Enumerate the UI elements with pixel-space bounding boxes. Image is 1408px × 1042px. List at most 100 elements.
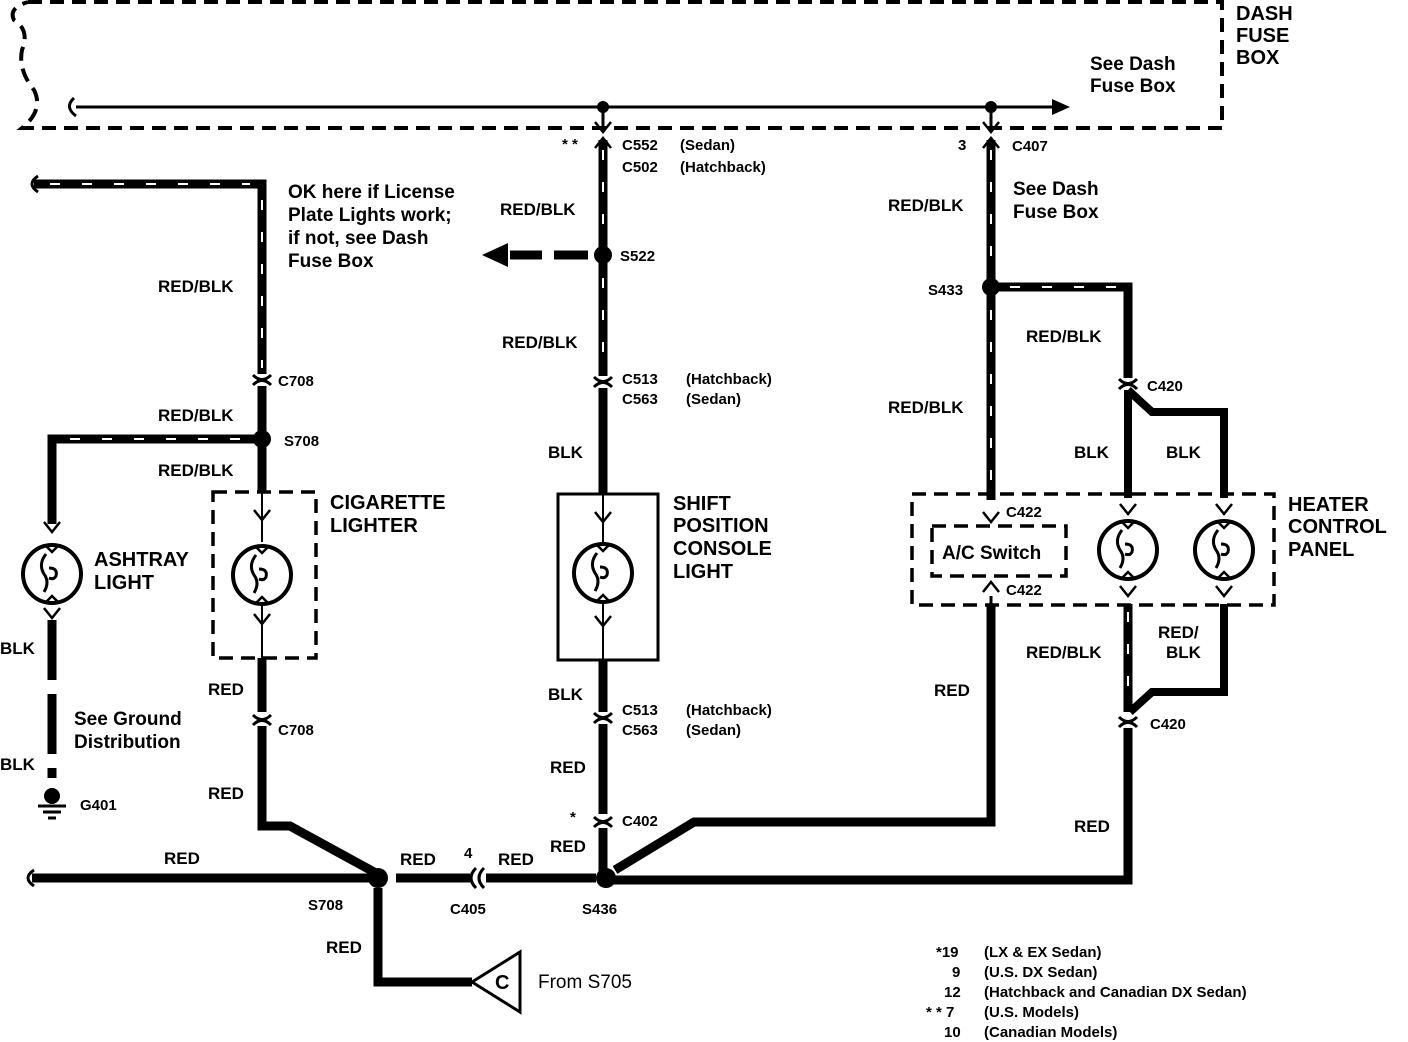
splice-s522-label: S522 <box>620 248 655 265</box>
wire-heater-redblk <box>991 282 1133 378</box>
dash-fuse-box-outline <box>10 0 1224 130</box>
footnote-4-num: * * 7 <box>926 1004 954 1021</box>
splice-s708b <box>368 868 388 888</box>
wire-label-blk-l2: BLK <box>0 755 36 774</box>
connector-c708-bot: C708 <box>278 722 314 739</box>
license-note-3: if not, see Dash <box>288 228 428 249</box>
license-note-2: Plate Lights work; <box>288 205 452 226</box>
footnote-3-num: 12 <box>944 984 961 1001</box>
wire-label-redblk-l3: RED/BLK <box>158 461 234 480</box>
connector-c513-bot: C513 <box>622 702 658 719</box>
wire-heater-redblk-bot-2 <box>1127 604 1228 715</box>
ashtray-bulb <box>21 543 83 605</box>
wire-cig-red-2 <box>257 726 377 876</box>
wire-label-blk-c2: BLK <box>548 685 584 704</box>
wire-label-blk-r2: BLK <box>1166 443 1202 462</box>
wire-label-redblk-c2: RED/BLK <box>502 333 578 352</box>
heater-label-2: CONTROL <box>1288 516 1387 538</box>
splice-s708a-label: S708 <box>284 433 319 450</box>
footnote-4-text: (U.S. Models) <box>984 1004 1079 1021</box>
dash-fuse-box-title-3: BOX <box>1236 47 1280 69</box>
connector-c407: C407 <box>1012 138 1048 155</box>
wire-label-red-l4: RED <box>400 850 436 869</box>
wire-heater-blk-split <box>1125 387 1228 498</box>
wire-label-blk-c1: BLK <box>548 443 584 462</box>
connector-c422-top: C422 <box>1006 504 1042 521</box>
dash-fuse-box-title-1: DASH <box>1236 3 1293 25</box>
license-note-4: Fuse Box <box>288 251 374 272</box>
connector-c708-top: C708 <box>278 373 314 390</box>
shift-label-4: LIGHT <box>673 561 733 583</box>
c402-mark: * <box>570 809 576 826</box>
c407-pin: 3 <box>958 137 966 154</box>
wire-label-blk-r3: BLK <box>1166 643 1202 662</box>
see-dash-top-1: See Dash <box>1090 54 1176 75</box>
wire-heater-red <box>612 728 1133 885</box>
connector-c405-symbol <box>469 866 486 890</box>
ashtray-label-1: ASHTRAY <box>94 549 189 571</box>
wire-ac-red <box>612 604 996 874</box>
wire-label-red-l3: RED <box>164 849 200 868</box>
connector-c552: C552 <box>622 137 658 154</box>
c552-mark: * * <box>562 136 578 153</box>
wire-from-s705 <box>373 888 472 987</box>
see-dash-mid-1: See Dash <box>1013 179 1099 200</box>
wire-label-redblk-r1: RED/BLK <box>888 196 964 215</box>
ac-switch-box <box>930 524 1068 578</box>
footnote-1-text: (LX & EX Sedan) <box>984 944 1102 961</box>
wire-label-red-c1: RED <box>550 758 586 777</box>
wire-label-red-l1: RED <box>208 680 244 699</box>
connector-c405: C405 <box>450 901 486 918</box>
wire-label-redblk-c1: RED/BLK <box>500 200 576 219</box>
from-s705-triangle <box>469 949 522 1015</box>
wire-label-redslash: RED/ <box>1158 623 1199 642</box>
cigarette-label-2: LIGHTER <box>330 515 418 537</box>
shift-light-bulb <box>572 542 634 604</box>
license-note-1: OK here if License <box>288 182 455 203</box>
wire-label-red-l5: RED <box>498 850 534 869</box>
cigarette-label-1: CIGARETTE <box>330 492 446 514</box>
cigarette-bulb <box>231 544 293 606</box>
splice-s708b-label: S708 <box>308 897 343 914</box>
ground-dist-2: Distribution <box>74 732 181 753</box>
ashtray-label-2: LIGHT <box>94 572 154 594</box>
splice-s436 <box>596 868 616 888</box>
footnote-5-text: (Canadian Models) <box>984 1024 1117 1041</box>
wire-label-redblk-l2: RED/BLK <box>158 406 234 425</box>
heater-bulb-2 <box>1193 519 1255 581</box>
footnote-2-text: (U.S. DX Sedan) <box>984 964 1097 981</box>
c405-pin: 4 <box>464 845 473 862</box>
connector-c502: C502 <box>622 159 658 176</box>
footnote-3-text: (Hatchback and Canadian DX Sedan) <box>984 984 1247 1001</box>
connector-c563-top-note: (Sedan) <box>686 391 741 408</box>
wire-label-red-r2: RED <box>1074 817 1110 836</box>
wire-label-red-c2: RED <box>550 837 586 856</box>
heater-label-1: HEATER <box>1288 494 1369 516</box>
ground-g401-label: G401 <box>80 797 117 814</box>
wire-label-redblk-r4: RED/BLK <box>1026 643 1102 662</box>
wire-label-blk-l1: BLK <box>0 639 36 658</box>
splice-s436-label: S436 <box>582 901 617 918</box>
wire-ashtray-redblk <box>47 434 262 524</box>
wire-label-red-r1: RED <box>934 681 970 700</box>
splice-s522 <box>594 246 612 264</box>
wire-label-redblk-r3: RED/BLK <box>1026 327 1102 346</box>
bus-arrow <box>1052 99 1070 115</box>
ground-dist-1: See Ground <box>74 709 182 730</box>
wire-label-red-l6: RED <box>326 938 362 957</box>
connector-c513-bot-note: (Hatchback) <box>686 702 772 719</box>
wire-left-redblk-top <box>34 179 267 374</box>
connector-c513-top: C513 <box>622 371 658 388</box>
shift-label-1: SHIFT <box>673 493 731 515</box>
heater-bulb-1 <box>1097 519 1159 581</box>
connector-c552-note: (Sedan) <box>680 137 735 154</box>
connector-c420-top: C420 <box>1147 378 1183 395</box>
connector-c513-top-note: (Hatchback) <box>686 371 772 388</box>
splice-s433-label: S433 <box>928 282 963 299</box>
footnote-2-num: 9 <box>952 964 960 981</box>
shift-label-3: CONSOLE <box>673 538 772 560</box>
see-dash-top-2: Fuse Box <box>1090 76 1176 97</box>
connector-c563-bot-note: (Sedan) <box>686 722 741 739</box>
license-arrow <box>482 243 508 267</box>
